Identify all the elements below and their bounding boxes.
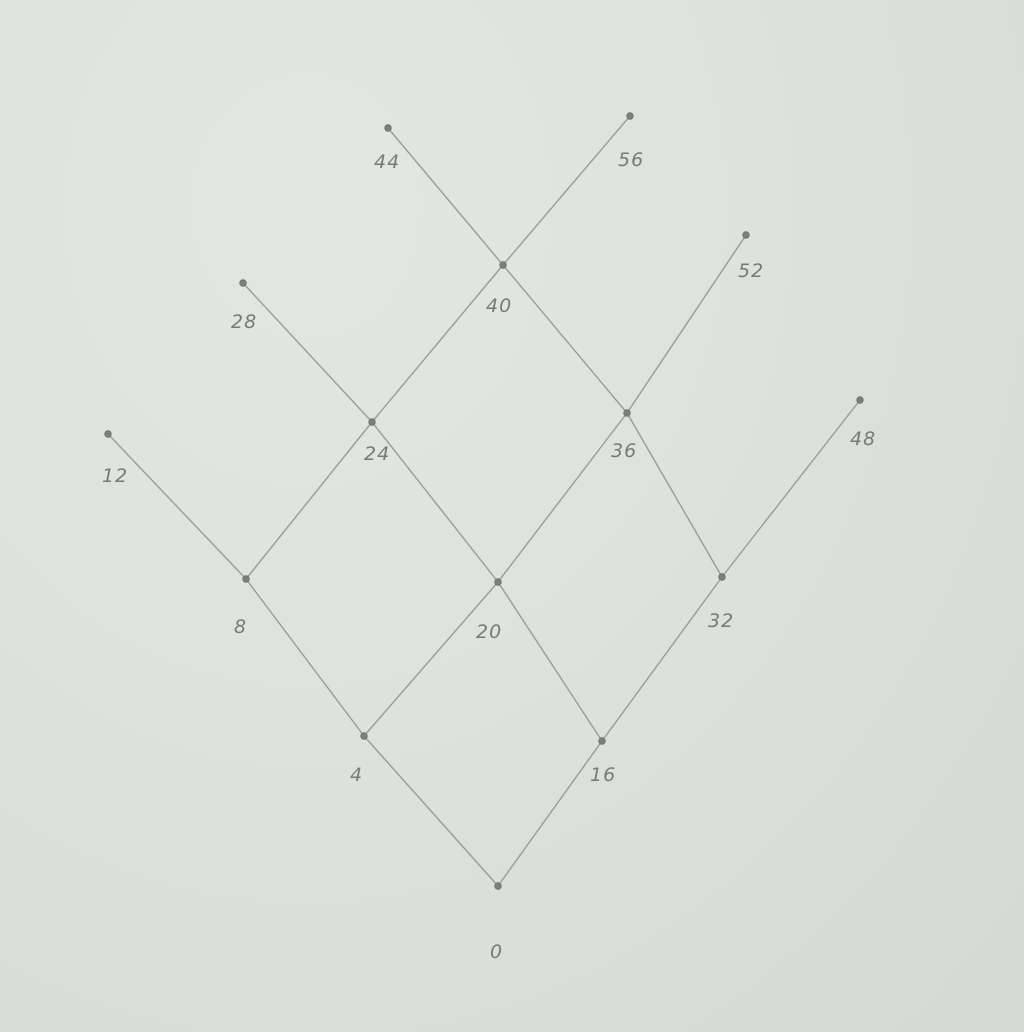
- edge-16-32: [601, 576, 723, 742]
- node-label-40: 40: [486, 295, 512, 317]
- node-44: [384, 124, 392, 132]
- node-52: [742, 231, 750, 239]
- node-label-32: 32: [708, 610, 734, 632]
- edge-40-44: [387, 127, 504, 266]
- node-12: [104, 430, 112, 438]
- node-label-52: 52: [738, 260, 764, 282]
- node-label-48: 48: [850, 428, 876, 450]
- node-40: [499, 261, 507, 269]
- edge-36-52: [626, 234, 747, 414]
- node-20: [494, 578, 502, 586]
- node-label-28: 28: [231, 311, 257, 333]
- node-label-4: 4: [350, 764, 363, 786]
- node-label-12: 12: [102, 465, 128, 487]
- node-label-56: 56: [618, 149, 644, 171]
- node-label-16: 16: [590, 764, 616, 786]
- node-48: [856, 396, 864, 404]
- node-label-0: 0: [490, 941, 503, 963]
- edge-20-36: [497, 412, 628, 583]
- edge-8-12: [107, 433, 247, 580]
- edge-8-24: [245, 421, 373, 580]
- edge-4-8: [245, 578, 365, 737]
- edge-0-16: [497, 740, 603, 887]
- edge-40-56: [502, 115, 631, 266]
- node-label-20: 20: [476, 621, 502, 643]
- lattice-nodes: [104, 112, 864, 890]
- edge-24-28: [242, 282, 373, 423]
- edge-24-40: [371, 264, 504, 423]
- node-0: [494, 882, 502, 890]
- node-56: [626, 112, 634, 120]
- lattice-labels: 0 4 16 8 20 32 12 24 36 48 28 40 52 44 56: [102, 149, 876, 963]
- edge-4-20: [363, 581, 499, 737]
- node-label-24: 24: [364, 443, 390, 465]
- node-4: [360, 732, 368, 740]
- node-24: [368, 418, 376, 426]
- edge-32-48: [721, 399, 861, 578]
- node-label-44: 44: [374, 151, 400, 173]
- node-label-8: 8: [234, 616, 247, 638]
- edge-36-40: [502, 264, 628, 414]
- edge-32-36: [626, 412, 723, 578]
- lattice-edges: [107, 115, 861, 887]
- node-28: [239, 279, 247, 287]
- node-32: [718, 573, 726, 581]
- node-8: [242, 575, 250, 583]
- edge-16-20: [497, 581, 603, 742]
- node-16: [598, 737, 606, 745]
- edge-0-4: [363, 735, 499, 887]
- node-36: [623, 409, 631, 417]
- edge-20-24: [371, 421, 499, 583]
- node-label-36: 36: [611, 440, 637, 462]
